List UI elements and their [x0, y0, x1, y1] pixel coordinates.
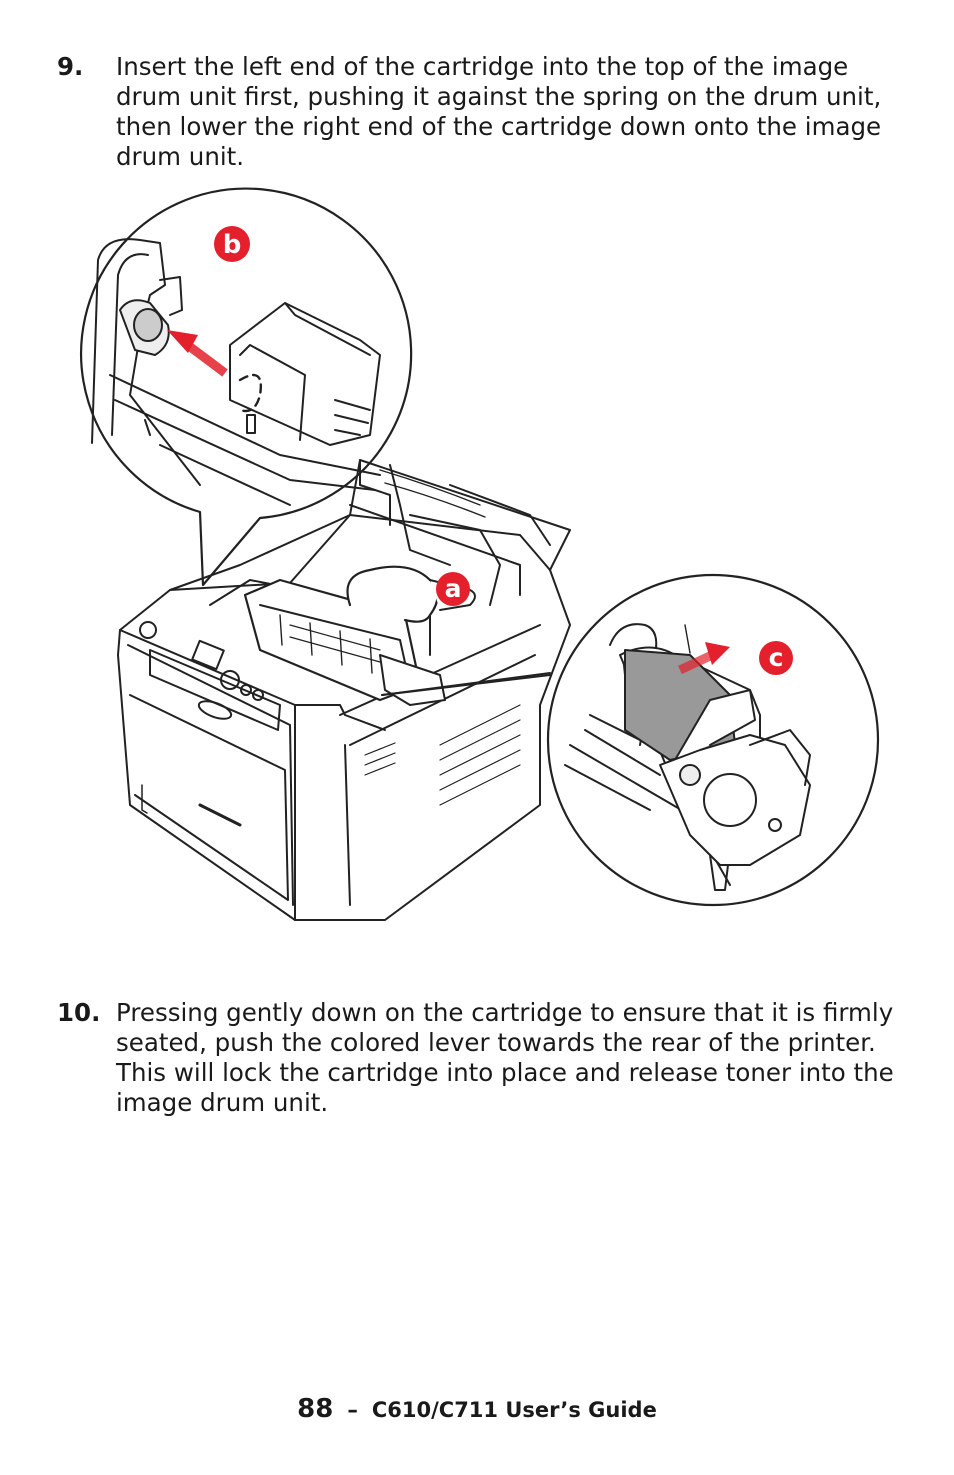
callout-b: b — [214, 226, 250, 262]
step-9: 9. Insert the left end of the cartridge … — [57, 52, 907, 172]
step-text: Insert the left end of the cartridge int… — [116, 52, 882, 171]
footer-separator: – — [347, 1398, 358, 1422]
step-10: 10. Pressing gently down on the cartridg… — [57, 998, 907, 1118]
arrow-c-icon — [678, 642, 730, 675]
step-text: Pressing gently down on the cartridge to… — [116, 998, 894, 1117]
callout-a: a — [436, 572, 470, 606]
cartridge-installation-illustration: b a c — [80, 187, 880, 921]
callout-b-label: b — [223, 230, 242, 260]
detail-circle-c — [381, 573, 880, 907]
direction-arrows — [167, 330, 730, 675]
callout-a-label: a — [445, 574, 462, 603]
step-number: 10. — [57, 998, 101, 1027]
printer — [117, 459, 571, 921]
arrow-b-icon — [167, 330, 228, 377]
guide-title: C610/C711 User’s Guide — [371, 1398, 657, 1422]
step-number: 9. — [57, 52, 84, 81]
callout-c-label: c — [769, 643, 784, 672]
callout-c: c — [759, 641, 793, 675]
page-footer: 88–C610/C711 User’s Guide — [0, 1394, 954, 1424]
page-number: 88 — [297, 1394, 334, 1424]
detail-circle-b — [80, 187, 413, 587]
